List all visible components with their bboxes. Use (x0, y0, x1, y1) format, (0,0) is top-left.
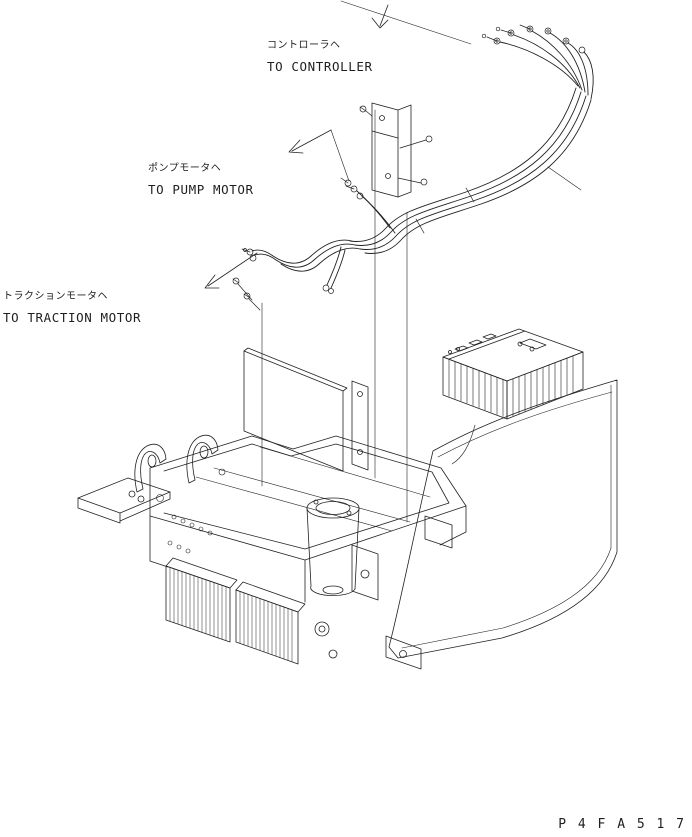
support-hooks (134, 434, 219, 493)
callout-to-controller: コントローラヘ TO CONTROLLER (267, 40, 373, 74)
frame-holes (156, 468, 226, 554)
rear-plate (351, 380, 369, 471)
controller-fins (448, 355, 574, 417)
base-plate (77, 477, 171, 524)
callout-to-controller-jp: コントローラヘ (267, 40, 341, 51)
fender (314, 379, 618, 670)
grills (165, 557, 306, 665)
bracket-screw-icons (359, 105, 433, 186)
wiring-harness (241, 24, 594, 294)
callout-to-traction-motor: トラクションモータヘ TO TRACTION MOTOR (3, 291, 141, 325)
bolt-icons (232, 277, 261, 311)
arrow-to-controller-icon (371, 4, 389, 29)
harness-connectors-top (481, 24, 586, 54)
grill-a-slats (169, 567, 227, 641)
drawing-number: P 4 F A 5 1 7 (558, 817, 686, 832)
mounting-bracket (359, 102, 433, 198)
arrow-to-pump-motor-icon (288, 129, 350, 182)
callout-to-traction-motor-en: TO TRACTION MOTOR (3, 310, 142, 325)
callout-to-pump-motor: ポンプモータヘ TO PUMP MOTOR (148, 163, 254, 197)
controller-unit (442, 328, 584, 465)
chassis-frame (149, 435, 467, 603)
callout-to-controller-en: TO CONTROLLER (267, 59, 373, 74)
harness-connectors-left (241, 177, 364, 294)
callout-to-traction-motor-jp: トラクションモータヘ (3, 291, 108, 302)
arrow-to-traction-motor-icon (204, 252, 258, 289)
callout-to-pump-motor-jp: ポンプモータヘ (148, 163, 222, 174)
callout-to-pump-motor-en: TO PUMP MOTOR (148, 182, 254, 197)
steering-cylinder (306, 497, 360, 597)
panel-plate (243, 347, 348, 472)
grill-b-slats (239, 591, 293, 663)
leader-lines (261, 0, 582, 523)
